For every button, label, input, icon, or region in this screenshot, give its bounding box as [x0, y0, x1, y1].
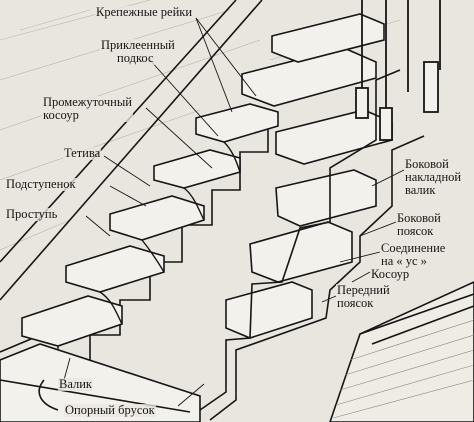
label-string: Тетива: [63, 146, 102, 160]
leader-lines: [63, 17, 405, 407]
label-side-belt: Боковой поясок: [396, 211, 442, 238]
label-intermediate-stringer: Промежуточный косоур: [42, 95, 133, 122]
landing: [329, 281, 474, 422]
landing-boards: [332, 319, 474, 419]
right-stair: [225, 13, 393, 339]
label-bullnose: Валик: [58, 377, 93, 391]
label-glued-block: Приклеенный подкос: [100, 38, 176, 65]
label-stringer: Косоур: [370, 267, 411, 281]
label-front-belt: Передний поясок: [336, 283, 391, 310]
balustrade: [355, 0, 441, 141]
label-tread: Проступь: [5, 207, 59, 221]
label-support-bar: Опорный брусок: [64, 403, 156, 417]
right-stringer: [199, 69, 401, 411]
front-edge: [209, 135, 425, 421]
label-fixing-slats: Крепежные рейки: [95, 5, 194, 19]
label-riser: Подступенок: [5, 177, 77, 191]
label-side-roll: Боковой накладной валик: [404, 157, 463, 197]
floor-base: [0, 343, 201, 422]
label-miter-joint: Соединение на « ус »: [380, 241, 447, 268]
